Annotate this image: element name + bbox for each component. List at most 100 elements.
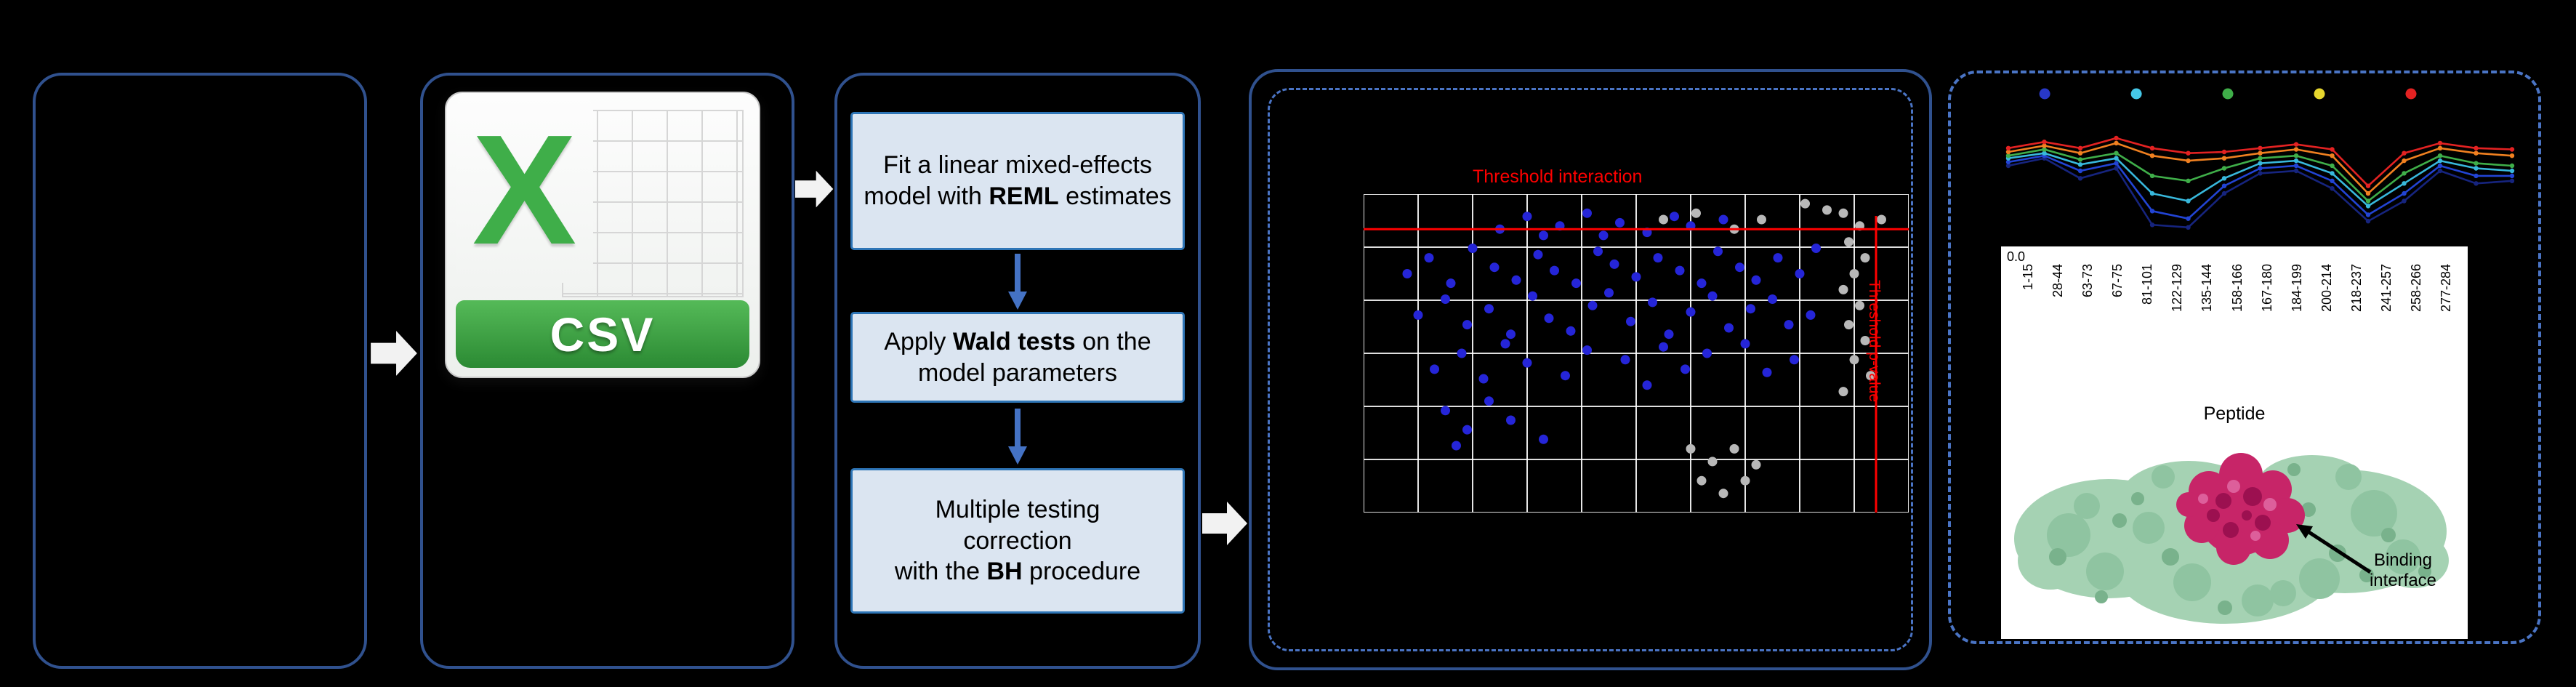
scatter-point-significant (1811, 244, 1821, 253)
scatter-point-significant (1462, 320, 1472, 330)
step-fit-model: Fit a linear mixed-effects model with RE… (850, 112, 1185, 250)
scatter-point-significant (1751, 275, 1761, 285)
scatter-point-significant (1653, 253, 1663, 263)
step-wald-tests-text: Apply Wald tests on the model parameters (884, 327, 1151, 387)
scatter-point-significant (1452, 441, 1461, 451)
scatter-point-significant (1642, 380, 1652, 390)
scatter-point-nonsignificant (1751, 459, 1761, 470)
scatter-point-significant (1675, 265, 1685, 276)
peptide-tick-label: 28-44 (2050, 264, 2066, 298)
scatter-point-significant (1626, 316, 1635, 326)
peptide-tick-label: 167-180 (2259, 264, 2274, 313)
scatter-point-significant (1544, 313, 1554, 324)
uptake-marker (2258, 150, 2263, 156)
uptake-marker (2293, 142, 2299, 147)
uptake-marker (2005, 163, 2011, 169)
step-wald-tests: Apply Wald tests on the model parameters (850, 312, 1185, 403)
scatter-point-significant (1506, 415, 1516, 425)
uptake-marker (2293, 153, 2299, 158)
scatter-point-significant (1593, 246, 1603, 257)
peptide-tick-label: 1-15 (2021, 264, 2035, 291)
scatter-point-significant (1402, 269, 1412, 278)
uptake-marker (2186, 225, 2191, 230)
uptake-marker (2330, 186, 2335, 191)
scatter-point-nonsignificant (1800, 198, 1810, 209)
uptake-marker (2114, 140, 2119, 146)
binding-interface-arrow (2296, 524, 2372, 574)
uptake-marker (2365, 212, 2371, 217)
uptake-marker (2365, 190, 2371, 196)
uptake-marker (2258, 145, 2263, 150)
scatter-point-nonsignificant (1838, 387, 1848, 397)
deuterium-uptake-chart (2005, 88, 2515, 230)
scatter-point-significant (1664, 329, 1674, 340)
scatter-point-nonsignificant (1757, 214, 1766, 225)
panel-scatter-output: Threshold interaction Threshold p-value (1249, 69, 1932, 670)
uptake-marker (2474, 150, 2479, 156)
scatter-point-significant (1441, 406, 1450, 416)
peptide-tick-label: 67-75 (2110, 264, 2125, 298)
peptide-tick-label: 158-166 (2229, 264, 2245, 313)
uptake-marker (2005, 153, 2011, 158)
uptake-marker (2365, 198, 2371, 204)
scatter-point-significant (1571, 278, 1581, 289)
down-arrow-2 (1008, 409, 1027, 465)
uptake-marker (2186, 150, 2191, 156)
peptide-tick-label: 258-266 (2409, 264, 2424, 313)
scatter-point-significant (1768, 294, 1777, 304)
scatter-point-significant (1681, 364, 1690, 374)
scatter-point-significant (1582, 345, 1592, 355)
uptake-marker (2437, 140, 2443, 146)
scatter-point-nonsignificant (1849, 355, 1859, 365)
uptake-marker (2077, 168, 2083, 174)
scatter-point-significant (1631, 272, 1641, 282)
scatter-point-significant (1500, 339, 1510, 349)
scatter-point-nonsignificant (1707, 457, 1718, 467)
peptide-tick-label: 184-199 (2289, 264, 2304, 313)
excel-x-glyph: X (455, 95, 594, 284)
scatter-point-significant (1598, 230, 1609, 241)
panel-input (33, 73, 367, 669)
scatter-point-significant (1550, 265, 1559, 276)
uptake-marker (2149, 173, 2155, 179)
uptake-marker (2042, 143, 2047, 148)
uptake-marker (2474, 166, 2479, 171)
condition-legend-dot (2405, 88, 2417, 100)
scatter-point-nonsignificant (1844, 320, 1853, 330)
scatter-point-significant (1522, 212, 1532, 222)
scatter-point-significant (1539, 434, 1548, 444)
peptide-tick-label: 218-237 (2348, 264, 2364, 313)
uptake-marker (2221, 190, 2227, 196)
flow-arrow-right-1 (371, 331, 417, 376)
peptide-tick-label: 277-284 (2439, 264, 2454, 313)
uptake-marker (2077, 162, 2083, 167)
uptake-marker (2293, 158, 2299, 164)
uptake-marker (2330, 178, 2335, 183)
scatter-point-significant (1430, 364, 1439, 374)
scatter-point-significant (1670, 212, 1679, 222)
panel-statistical-steps: Fit a linear mixed-effects model with RE… (834, 73, 1201, 669)
down-arrow-1 (1008, 254, 1027, 310)
uptake-marker (2186, 216, 2191, 221)
peptide-tick-label: 241-257 (2378, 264, 2394, 313)
scatter-point-significant (1784, 320, 1794, 330)
scatter-point-nonsignificant (1855, 300, 1864, 310)
uptake-marker (2365, 204, 2371, 209)
binding-interface-region (2176, 453, 2305, 565)
uptake-marker (2509, 163, 2515, 169)
uptake-marker (2221, 156, 2227, 161)
csv-banner-label: CSV (455, 300, 750, 369)
scatter-point-significant (1806, 310, 1816, 320)
uptake-marker (2114, 166, 2119, 171)
scatter-svg (1363, 193, 1909, 513)
uptake-marker (2293, 168, 2299, 174)
scatter-point-significant (1718, 214, 1728, 225)
uptake-marker (2509, 153, 2515, 158)
uptake-marker (2077, 145, 2083, 150)
scatter-point-significant (1609, 259, 1619, 269)
scatter-point-nonsignificant (1838, 208, 1848, 218)
uptake-marker (2437, 158, 2443, 164)
scatter-point-nonsignificant (1860, 336, 1870, 345)
